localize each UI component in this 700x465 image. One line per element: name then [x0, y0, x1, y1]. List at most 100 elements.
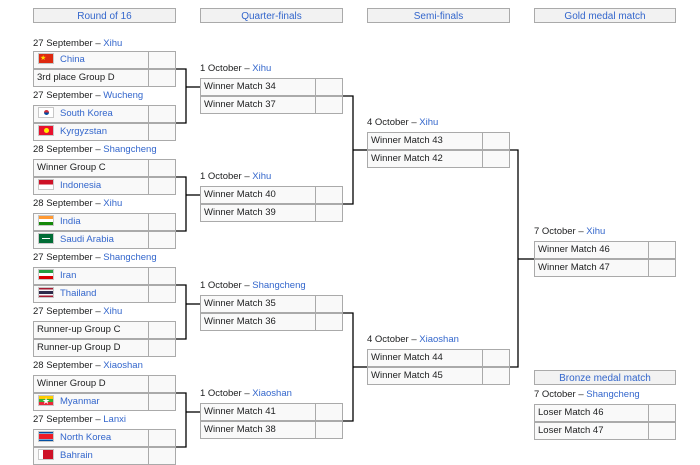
- team-row: Winner Match 45: [367, 367, 510, 385]
- team-row: Runner-up Group C: [33, 321, 176, 339]
- team-row: China: [33, 51, 176, 69]
- match-date: 27 September – Wucheng: [33, 90, 144, 101]
- team-name: Winner Match 35: [201, 296, 316, 312]
- indonesia-flag-icon: [38, 179, 54, 190]
- team-row: Loser Match 46: [534, 404, 676, 422]
- team-row: Winner Match 41: [200, 403, 343, 421]
- team-name[interactable]: Thailand: [34, 286, 149, 302]
- header-quarter-finals: Quarter-finals: [200, 8, 343, 23]
- venue-link[interactable]: Shangcheng: [252, 280, 306, 291]
- team-name: Winner Match 40: [201, 187, 316, 203]
- team-name: 3rd place Group D: [34, 70, 149, 86]
- team-row: Indonesia: [33, 177, 176, 195]
- venue-link[interactable]: Xiaoshan: [252, 388, 292, 399]
- connector-r16-2: [176, 176, 187, 232]
- match-date: 28 September – Shangcheng: [33, 144, 157, 155]
- team-name: Winner Match 39: [201, 205, 316, 221]
- match-date: 4 October – Xihu: [367, 117, 439, 128]
- team-row: Winner Match 38: [200, 421, 343, 439]
- match-date: 27 September – Lanxi: [33, 414, 126, 425]
- team-row: Winner Match 39: [200, 204, 343, 222]
- team-name: Winner Match 45: [368, 368, 483, 384]
- team-row: South Korea: [33, 105, 176, 123]
- india-flag-icon: [38, 215, 54, 226]
- venue-link[interactable]: Shangcheng: [586, 389, 640, 400]
- team-row: Myanmar: [33, 393, 176, 411]
- venue-link[interactable]: Xihu: [103, 38, 123, 49]
- venue-link[interactable]: Xihu: [103, 306, 123, 317]
- team-name[interactable]: India: [34, 214, 149, 230]
- match-date: 27 September – Shangcheng: [33, 252, 157, 263]
- kyrgyzstan-flag-icon: [38, 125, 54, 136]
- match-date: 1 October – Xihu: [200, 63, 272, 74]
- team-name: Runner-up Group C: [34, 322, 149, 338]
- connector-qf-1: [343, 95, 354, 205]
- venue-link[interactable]: Lanxi: [103, 414, 126, 425]
- team-row: North Korea: [33, 429, 176, 447]
- venue-link[interactable]: Xiaoshan: [419, 334, 459, 345]
- team-row: Winner Match 44: [367, 349, 510, 367]
- team-name[interactable]: Saudi Arabia: [34, 232, 149, 248]
- team-name[interactable]: Bahrain: [34, 448, 149, 464]
- venue-link[interactable]: Xihu: [586, 226, 606, 237]
- team-name: Winner Match 44: [368, 350, 483, 366]
- header-gold-medal-match: Gold medal match: [534, 8, 676, 23]
- north-korea-flag-icon: [38, 431, 54, 442]
- venue-link[interactable]: Xihu: [419, 117, 439, 128]
- venue-link[interactable]: Xihu: [103, 198, 123, 209]
- venue-link[interactable]: Shangcheng: [103, 252, 157, 263]
- team-row: Runner-up Group D: [33, 339, 176, 357]
- match-date: 28 September – Xihu: [33, 198, 123, 209]
- match-date: 7 October – Shangcheng: [534, 389, 640, 400]
- team-row: India: [33, 213, 176, 231]
- team-name: Winner Match 47: [535, 260, 649, 276]
- team-row: Winner Match 47: [534, 259, 676, 277]
- match-date: 27 September – Xihu: [33, 306, 123, 317]
- venue-link[interactable]: Shangcheng: [103, 144, 157, 155]
- team-name[interactable]: South Korea: [34, 106, 149, 122]
- venue-link[interactable]: Wucheng: [103, 90, 144, 101]
- team-name: Winner Group D: [34, 376, 149, 392]
- team-row: Winner Match 46: [534, 241, 676, 259]
- team-name: Winner Match 36: [201, 314, 316, 330]
- team-row: Winner Match 36: [200, 313, 343, 331]
- connector-qf-2: [343, 312, 354, 422]
- team-name: Winner Group C: [34, 160, 149, 176]
- iran-flag-icon: [38, 269, 54, 280]
- team-name: Winner Match 43: [368, 133, 483, 149]
- venue-link[interactable]: Xihu: [252, 171, 272, 182]
- team-name: Winner Match 42: [368, 151, 483, 167]
- team-name: Loser Match 47: [535, 423, 649, 439]
- team-name: Winner Match 38: [201, 422, 316, 438]
- bahrain-flag-icon: [38, 449, 54, 460]
- match-date: 27 September – Xihu: [33, 38, 123, 49]
- team-row: Winner Group C: [33, 159, 176, 177]
- header-bronze-medal-match: Bronze medal match: [534, 370, 676, 385]
- header-round-of-16: Round of 16: [33, 8, 176, 23]
- team-row: Saudi Arabia: [33, 231, 176, 249]
- match-date: 1 October – Shangcheng: [200, 280, 306, 291]
- team-row: 3rd place Group D: [33, 69, 176, 87]
- venue-link[interactable]: Xihu: [252, 63, 272, 74]
- team-name[interactable]: Indonesia: [34, 178, 149, 194]
- match-date: 28 September – Xiaoshan: [33, 360, 143, 371]
- team-name: Winner Match 34: [201, 79, 316, 95]
- team-name[interactable]: Iran: [34, 268, 149, 284]
- match-date: 1 October – Xiaoshan: [200, 388, 292, 399]
- team-row: Winner Match 35: [200, 295, 343, 313]
- connector-r16-1: [176, 68, 187, 124]
- team-name[interactable]: Myanmar: [34, 394, 149, 410]
- team-name: Winner Match 46: [535, 242, 649, 258]
- match-date: 1 October – Xihu: [200, 171, 272, 182]
- match-date: 4 October – Xiaoshan: [367, 334, 459, 345]
- team-row: Winner Match 42: [367, 150, 510, 168]
- connector-r16-3: [176, 284, 187, 340]
- connector-sf: [510, 149, 519, 368]
- team-name[interactable]: North Korea: [34, 430, 149, 446]
- team-name[interactable]: China: [34, 52, 149, 68]
- saudi-arabia-flag-icon: [38, 233, 54, 244]
- match-date: 7 October – Xihu: [534, 226, 606, 237]
- team-name[interactable]: Kyrgyzstan: [34, 124, 149, 140]
- venue-link[interactable]: Xiaoshan: [103, 360, 143, 371]
